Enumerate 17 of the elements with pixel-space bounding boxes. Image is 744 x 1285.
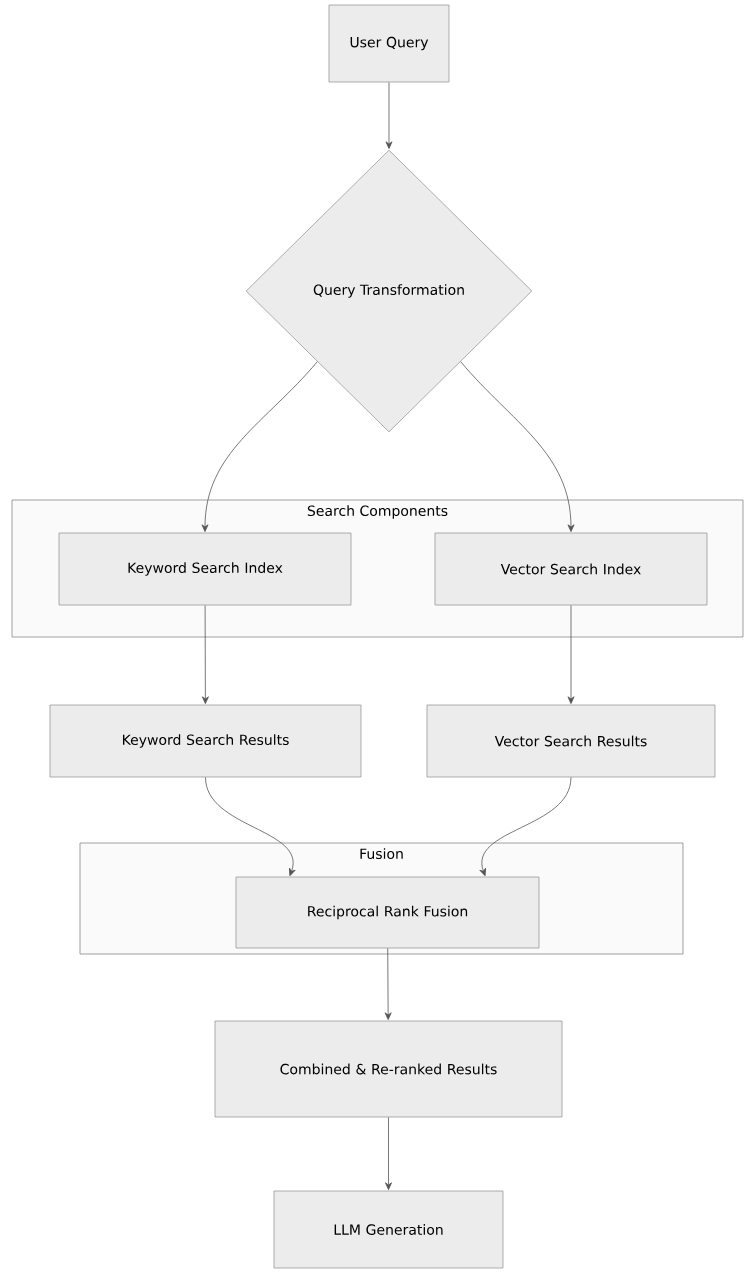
arrow	[201, 605, 209, 704]
arrow	[460, 361, 575, 532]
arrow	[385, 1117, 392, 1190]
arrow	[384, 948, 392, 1020]
arrow	[205, 777, 296, 877]
process-box: User Query	[328, 4, 450, 83]
arrow	[201, 361, 318, 532]
process-box: Vector Search Index	[434, 532, 708, 606]
arrow	[567, 605, 575, 704]
arrow	[479, 777, 572, 877]
process-box: LLM Generation	[273, 1190, 504, 1269]
process-box: Reciprocal Rank Fusion	[235, 876, 540, 949]
process-box: Combined & Re-ranked Results	[214, 1020, 563, 1118]
process-box: Keyword Search Index	[58, 532, 352, 606]
process-box: Keyword Search Results	[49, 704, 362, 778]
process-box: Vector Search Results	[426, 704, 716, 778]
arrow	[385, 82, 393, 149]
